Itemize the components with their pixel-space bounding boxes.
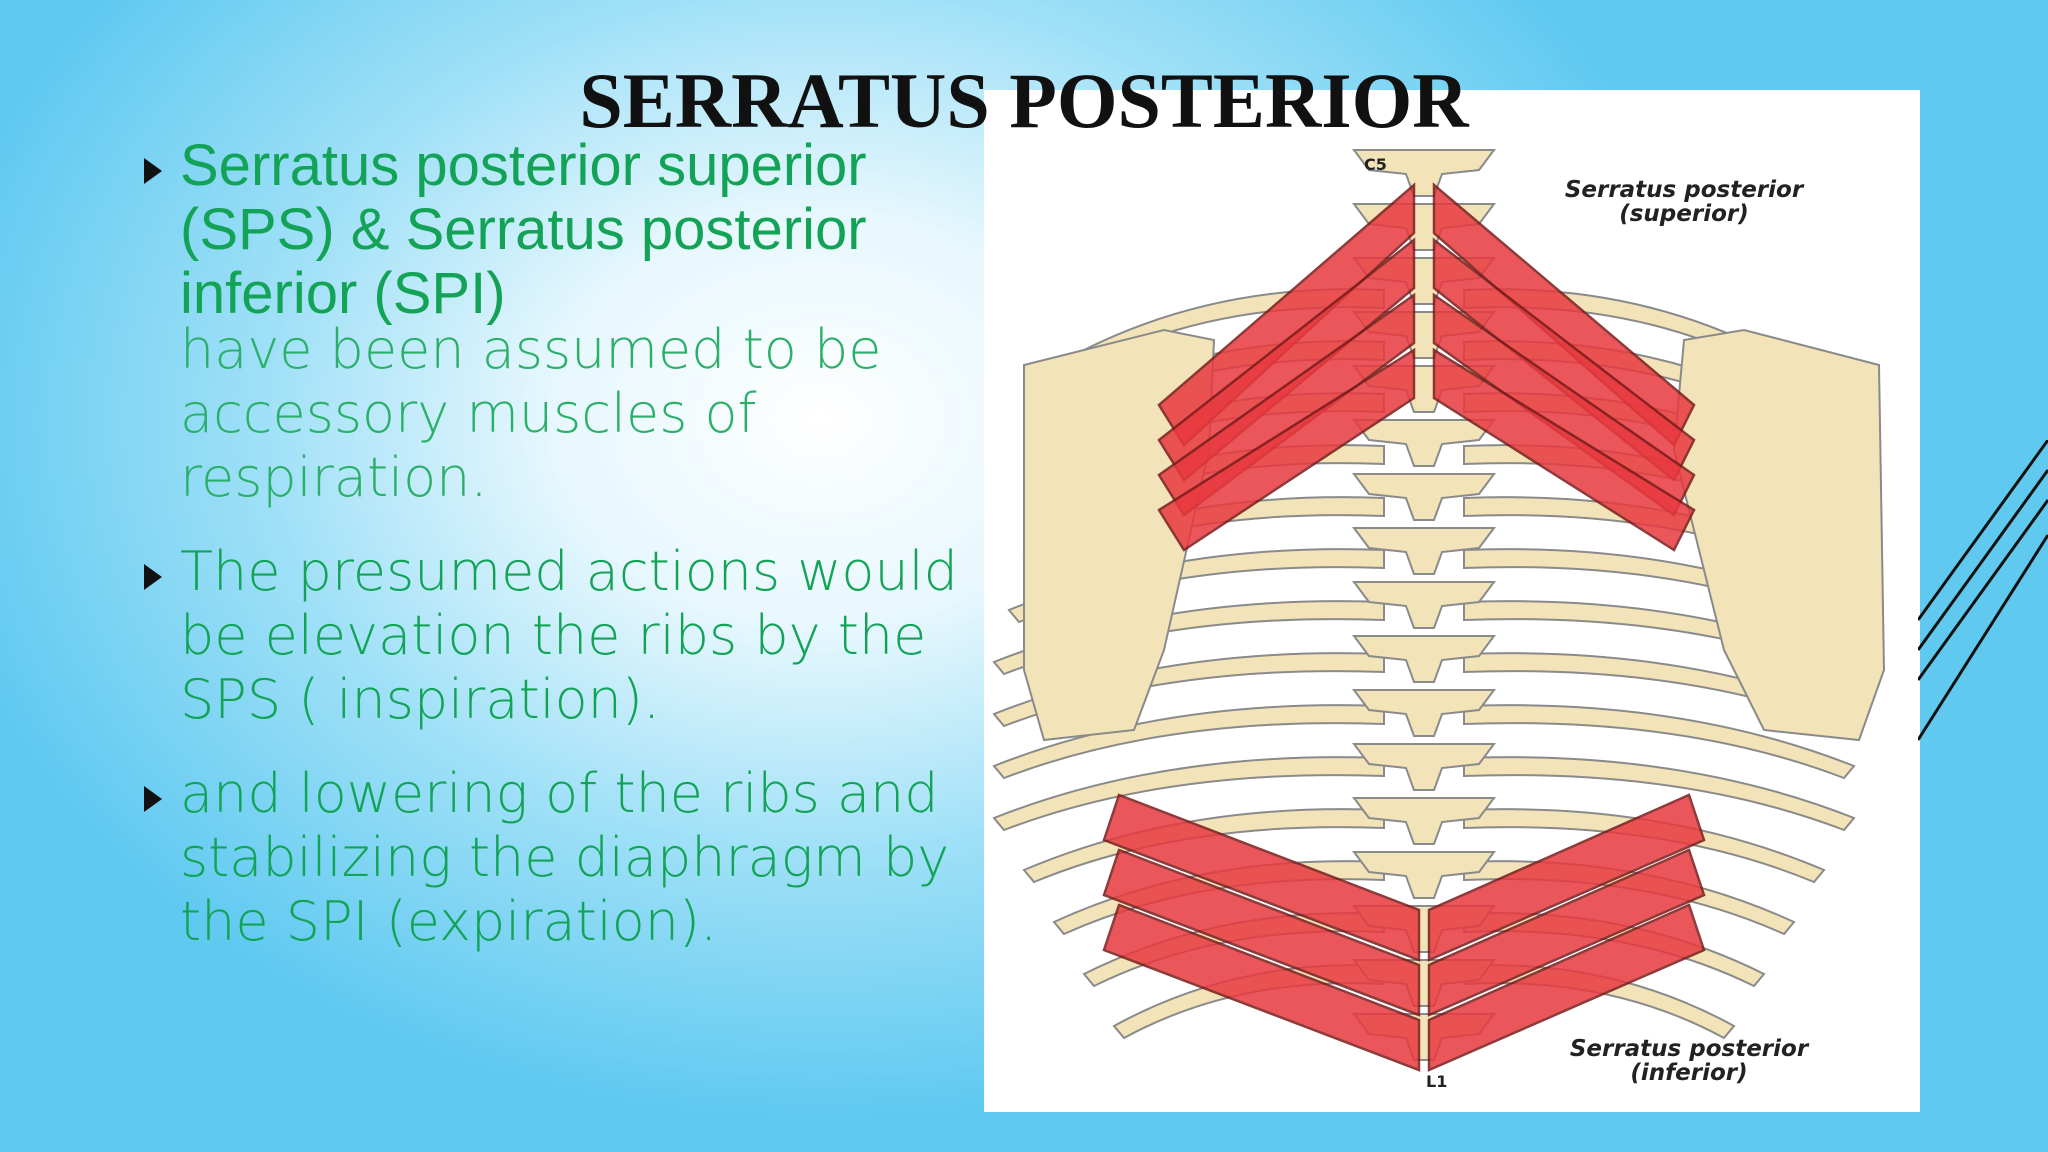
rib-left: [1022, 808, 1385, 884]
corner-lines-decoration: [1918, 440, 2048, 741]
anatomy-figure: C5 L1 Serratus posterior (superior) Serr…: [984, 90, 1920, 1112]
c5-label: C5: [1364, 155, 1387, 174]
bullet-item: and lowering of the ribs and stabilizing…: [140, 762, 980, 954]
inferior-muscle-band-right: [1427, 793, 1706, 962]
vertebra: [1352, 581, 1496, 629]
serratus-illustration: C5 L1 Serratus posterior (superior) Serr…: [992, 149, 1886, 1091]
inferior-label-line2: (inferior): [1630, 1060, 1747, 1086]
superior-label-line1: Serratus posterior: [1565, 177, 1805, 203]
scapula-left: [1023, 328, 1216, 742]
inferior-muscle-band-left: [1102, 903, 1421, 1072]
bullet-arrow-icon: [144, 564, 162, 590]
superior-muscle-band-right: [1432, 347, 1696, 552]
bullet-lead-text: Serratus posterior superior (SPS) & Serr…: [180, 133, 867, 326]
vertebra: [1352, 473, 1496, 521]
rib-left: [992, 652, 1385, 728]
rib-right: [1463, 808, 1826, 884]
vertebra: [1352, 743, 1496, 791]
inferior-label-line1: Serratus posterior: [1570, 1036, 1810, 1062]
rib-left: [992, 704, 1385, 780]
inferior-muscle-band-right: [1427, 848, 1706, 1017]
rib-left: [1007, 548, 1385, 624]
superior-muscle-band-left: [1157, 347, 1416, 552]
rib-right: [1463, 756, 1856, 832]
rib-left: [992, 600, 1385, 676]
bullet-text: and lowering of the ribs and stabilizing…: [180, 762, 950, 953]
inferior-muscle-band-left: [1102, 793, 1421, 962]
bullet-arrow-icon: [144, 158, 162, 184]
vertebra: [1352, 635, 1496, 683]
vertebra: [1352, 797, 1496, 845]
vertebra: [1352, 527, 1496, 575]
inferior-muscle-band-right: [1427, 903, 1706, 1072]
bullet-item: The presumed actions would be elevation …: [140, 540, 980, 732]
superior-label-line2: (superior): [1619, 201, 1749, 227]
rib-left: [992, 756, 1385, 832]
vertebra: [1352, 689, 1496, 737]
vertebra: [1352, 851, 1496, 899]
skeleton-group: [992, 149, 1886, 1061]
muscle-group: [1102, 182, 1706, 1072]
scapula-right: [1672, 328, 1886, 742]
l1-label: L1: [1426, 1072, 1447, 1091]
bullet-text: The presumed actions would be elevation …: [180, 540, 958, 731]
bullet-text: have been assumed to be accessory muscle…: [180, 318, 882, 509]
bullet-item: Serratus posterior superior (SPS) & Serr…: [140, 134, 980, 510]
inferior-muscle-band-left: [1102, 848, 1421, 1017]
bullet-list: Serratus posterior superior (SPS) & Serr…: [140, 134, 980, 984]
rib-right: [1463, 704, 1856, 780]
slide-title: SERRATUS POSTERIOR: [579, 57, 1469, 144]
bullet-arrow-icon: [144, 786, 162, 812]
